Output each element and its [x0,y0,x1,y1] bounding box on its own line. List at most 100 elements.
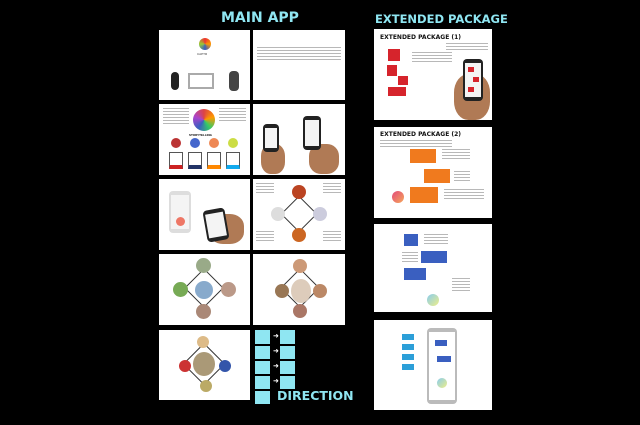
category-card [207,152,221,169]
text-block [446,43,488,50]
text-block [380,140,452,147]
arrow-right-icon: ➜ [273,378,279,385]
flow-node [402,334,414,340]
diagram-node [195,281,213,299]
slide-description[interactable] [253,30,345,100]
diagram-node [221,282,236,297]
phone-mockup [202,207,230,243]
ext1-title: EXTENDED PACKAGE (1) [380,34,462,41]
flow-box [255,330,270,344]
slide-storytelling[interactable]: STORYTELLING [159,104,250,175]
flow-box [255,346,270,359]
diagram-diamond [280,195,318,233]
diagram-node [292,228,306,242]
diagram-node [179,360,191,372]
venn-icon [193,109,215,131]
flow-node [410,187,438,203]
text-block [219,108,246,122]
slide-extended-2[interactable]: EXTENDED PACKAGE (2) [374,127,492,218]
flow-node [388,87,406,96]
diagram-node [293,259,307,273]
desktop-mockup [188,73,214,89]
direction-heading: DIRECTION [277,388,354,403]
flow-box [280,361,295,374]
diagram-node [313,207,327,221]
flow-node [421,251,447,263]
arrow-right-icon: ➜ [273,348,279,355]
category-card [188,152,202,169]
arrow-right-icon: ➜ [273,363,279,370]
slide-app-intro[interactable]: CAPTR [159,30,250,100]
text-block [444,189,484,201]
category-circle [190,138,200,148]
slide-extended-1[interactable]: EXTENDED PACKAGE (1) [374,29,492,120]
flow-node [402,354,414,360]
diagram-node [193,352,215,376]
arrow-right-icon: ➜ [273,333,279,340]
flow-box [255,361,270,374]
category-card [169,152,183,169]
phone-mockup [463,59,483,101]
phone-mockup [169,191,191,233]
phone-mockup [263,124,279,152]
slide-diagram-3[interactable] [253,254,345,325]
text-block [454,171,470,181]
slide-extended-4[interactable] [374,320,492,410]
flow-node [398,76,408,85]
extended-package-heading: EXTENDED PACKAGE [375,12,508,26]
slide-diagram-1[interactable] [253,179,345,250]
slide-hands-phones[interactable] [253,104,345,175]
diagram-node [196,304,211,319]
diagram-node [313,284,327,298]
slide-phone-hands[interactable] [159,179,250,250]
flow-box [255,391,270,404]
text-block [402,252,418,262]
diagram-node [173,282,188,297]
storytelling-label: STORYTELLING [189,133,213,137]
flow-box [255,376,270,389]
diagram-node [293,304,307,318]
phone-mockup [303,116,321,150]
text-block [424,234,448,246]
description-text [257,47,341,60]
flow-box [280,330,295,344]
text-block [163,108,189,126]
flow-node [388,49,400,61]
flow-node [404,268,426,280]
flow-node [387,65,397,76]
diagram-node [291,279,311,303]
diagram-node [196,258,211,273]
text-block [323,231,341,243]
flow-box [280,376,295,389]
diagram-node [292,185,306,199]
flow-node [402,364,414,370]
app-logo-label: CAPTR [197,52,208,56]
category-circle [228,138,238,148]
slide-diagram-2[interactable] [159,254,250,325]
flow-node [402,344,414,350]
category-card [226,152,240,169]
slide-diagram-4[interactable] [159,330,250,400]
gradient-circle [392,191,404,203]
app-logo-icon [199,38,211,50]
text-block [442,149,470,161]
tablet-mockup [229,71,239,91]
flow-node [404,234,418,246]
ext2-title: EXTENDED PACKAGE (2) [380,131,462,138]
diagram-node [197,336,209,348]
gradient-circle [427,294,439,306]
text-block [256,231,274,243]
text-block [412,52,452,64]
category-circle [171,138,181,148]
diagram-node [271,207,285,221]
text-block [452,278,470,292]
phone-mockup [427,328,457,404]
flow-box [280,346,295,359]
diagram-node [219,360,231,372]
main-app-heading: MAIN APP [221,10,299,26]
text-block [256,183,274,195]
diagram-node [275,284,289,298]
slide-extended-3[interactable] [374,224,492,312]
diagram-node [200,380,212,392]
category-circle [209,138,219,148]
